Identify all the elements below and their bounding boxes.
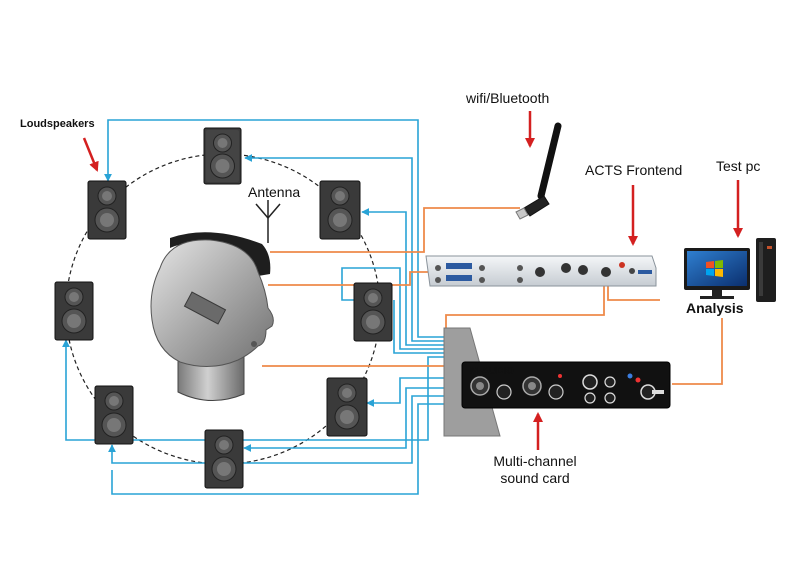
- acts-frontend-label: ACTS Frontend: [585, 162, 682, 178]
- loudspeaker-group: [54, 127, 393, 489]
- antenna-label: Antenna: [248, 184, 300, 200]
- soundcard-label-line2: sound card: [500, 470, 569, 486]
- wifi-bluetooth-dongle: [515, 122, 562, 220]
- antenna-icon: [255, 200, 281, 243]
- blue-cables: [62, 119, 445, 495]
- orange-cables: [262, 207, 723, 385]
- acts-frontend-device: [425, 255, 657, 287]
- loudspeaker-top: [203, 127, 242, 185]
- loudspeaker-bottom: [204, 429, 244, 489]
- loudspeaker-right: [353, 282, 393, 342]
- loudspeaker-top-right: [319, 180, 361, 240]
- loudspeakers-label: Loudspeakers: [20, 118, 95, 130]
- test-pc-label: Test pc: [716, 158, 760, 174]
- loudspeaker-bottom-right: [326, 377, 368, 437]
- test-pc: [684, 238, 776, 302]
- wifi-bluetooth-label: wifi/Bluetooth: [465, 90, 549, 106]
- red-arrows: [82, 111, 743, 450]
- artificial-head: [150, 232, 274, 402]
- loudspeaker-left: [54, 281, 94, 341]
- soundcard-label-line1: Multi-channel: [493, 453, 576, 469]
- analysis-label: Analysis: [686, 300, 744, 316]
- soundcard-brand: M-AUDIO: [470, 366, 514, 377]
- multichannel-sound-card: M-AUDIO: [461, 361, 671, 409]
- loudspeaker-top-left: [87, 180, 127, 240]
- loudspeaker-bottom-left: [94, 385, 134, 445]
